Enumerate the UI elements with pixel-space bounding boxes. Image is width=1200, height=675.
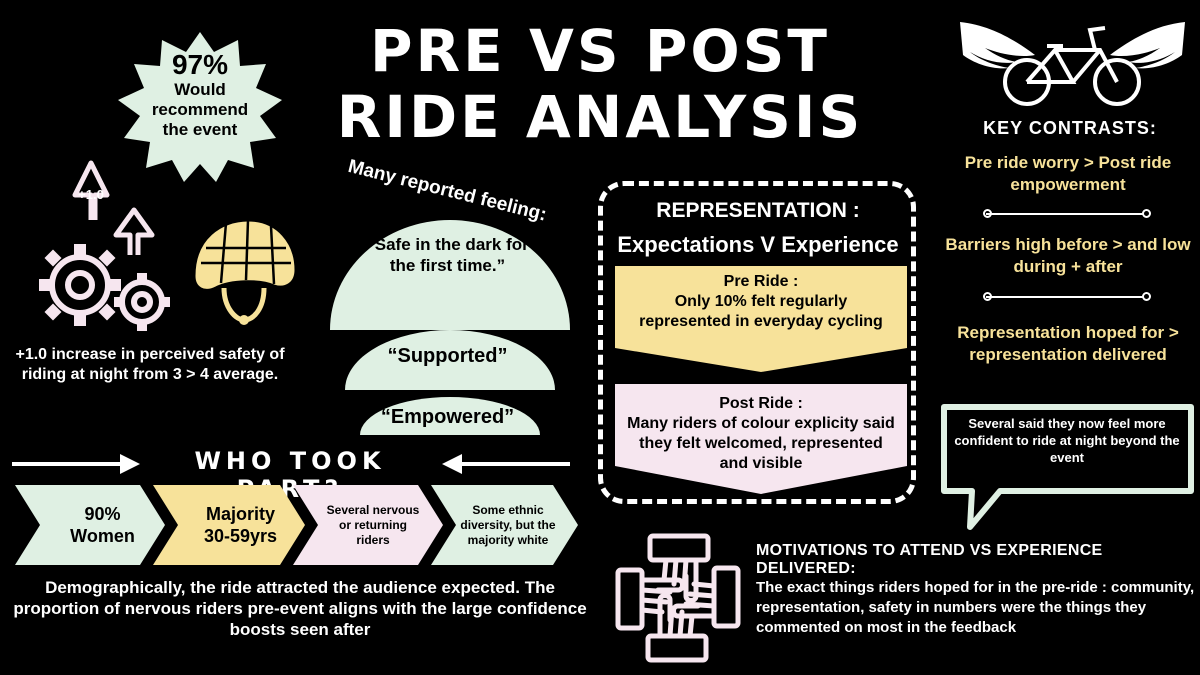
left-arrow-icon xyxy=(442,454,570,474)
recommend-burst-shape xyxy=(118,32,282,182)
post-ride-panel: Post Ride : Many riders of colour explic… xyxy=(620,394,902,474)
motivations-text: The exact things riders hoped for in the… xyxy=(756,579,1195,636)
divider-dot-right xyxy=(1142,209,1151,218)
key-contrast-item-1: Pre ride worry > Post ride empowerment xyxy=(964,153,1172,194)
divider-line xyxy=(986,213,1146,215)
gears-icon xyxy=(39,244,170,331)
demo-item-diversity: Some ethnic diversity, but the majority … xyxy=(460,502,556,547)
divider-dot-right xyxy=(1142,292,1151,301)
post-ride-text: Many riders of colour explicity said the… xyxy=(627,415,895,472)
representation-header: REPRESENTATION : Expectations V Experien… xyxy=(600,194,916,262)
pre-ride-panel: Pre Ride : Only 10% felt regularly repre… xyxy=(620,272,902,332)
pre-ride-label: Pre Ride : xyxy=(723,273,799,290)
key-contrasts-title: KEY CONTRASTS: xyxy=(983,118,1157,138)
representation-subtitle: Expectations V Experience xyxy=(617,232,899,257)
speech-bubble-shape xyxy=(941,404,1194,530)
page-title: PRE VS POST RIDE ANALYSIS xyxy=(320,18,880,150)
hands-circle-icon xyxy=(615,533,741,663)
demo-item-age: Majority 30-59yrs xyxy=(203,504,278,546)
safety-increase-text: +1.0 increase in perceived safety of rid… xyxy=(15,346,285,383)
pre-ride-text: Only 10% felt regularly represented in e… xyxy=(639,293,883,330)
up-arrows-icon xyxy=(72,160,155,255)
increase-label: +1.0 xyxy=(78,187,104,202)
recommend-line-3: the event xyxy=(162,120,238,139)
demographic-chevrons xyxy=(15,485,578,565)
right-arrow-icon xyxy=(12,454,140,474)
feelings-domes xyxy=(330,220,570,435)
key-contrast-item-2: Barriers high before > and low during + … xyxy=(945,235,1191,276)
divider-line xyxy=(986,296,1146,298)
representation-title: REPRESENTATION : xyxy=(656,199,860,222)
feeling-item-empowered: “Empowered” xyxy=(380,406,515,428)
recommend-percent: 97% xyxy=(171,49,229,80)
recommend-line-2: recommend xyxy=(151,100,249,119)
feeling-item-safe: “Safe in the dark for the first time.” xyxy=(366,235,529,275)
winged-bicycle-icon xyxy=(960,22,1185,106)
recommend-line-1: Would xyxy=(174,80,226,99)
helmet-icon xyxy=(192,218,298,325)
speech-bubble-text: Several said they now feel more confiden… xyxy=(954,416,1180,465)
representation-panels xyxy=(615,266,907,494)
demographics-summary: Demographically, the ride attracted the … xyxy=(13,578,587,639)
feeling-item-supported: “Supported” xyxy=(387,345,508,367)
demo-item-nervous: Several nervous or returning riders xyxy=(326,502,420,547)
representation-box xyxy=(598,181,916,504)
title-line-1: PRE VS POST xyxy=(370,17,830,85)
recommend-badge: 97% Would recommend the event xyxy=(120,50,280,140)
demo-item-women: 90% Women xyxy=(70,504,135,546)
motivations-title: MOTIVATIONS TO ATTEND VS EXPERIENCE DELI… xyxy=(756,542,1103,577)
title-line-2: RIDE ANALYSIS xyxy=(336,83,864,151)
key-contrast-item-3: Representation hoped for > representatio… xyxy=(957,323,1179,364)
post-ride-label: Post Ride : xyxy=(719,395,803,412)
